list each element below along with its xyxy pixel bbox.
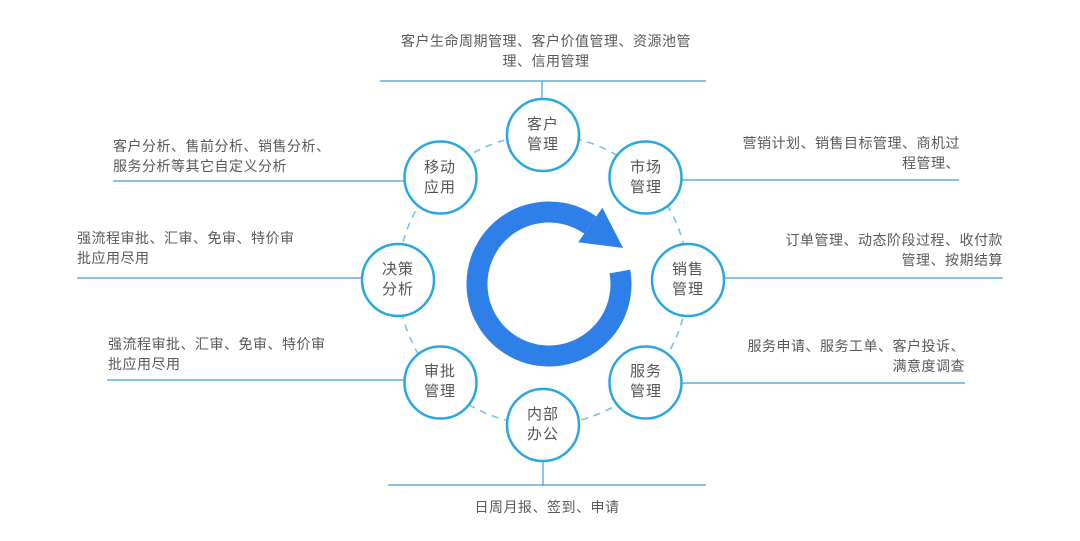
callout-top-left: 客户分析、售前分析、销售分析、 服务分析等其它自定义分析 xyxy=(113,138,331,174)
node-circle-sales-management xyxy=(650,242,726,318)
node-label-market-management: 市场 管理 xyxy=(629,159,662,196)
node-label-internal-office: 内部 办公 xyxy=(526,406,559,443)
node-label-customer-management: 客户 管理 xyxy=(526,116,559,153)
node-circle-decision-analysis xyxy=(360,242,436,318)
callout-top-right: 营销计划、销售目标管理、商机过 程管理、 xyxy=(742,135,960,171)
node-label-service-management: 服务 管理 xyxy=(629,363,662,400)
cycle-arrow-head-icon xyxy=(578,207,624,248)
node-circle-mobile-app xyxy=(403,140,478,215)
callout-left: 强流程审批、汇审、免审、特价审 批应用尽用 xyxy=(77,230,295,266)
node-circle-market-management xyxy=(608,140,683,215)
callout-top: 客户生命周期管理、客户价值管理、资源池管 理、信用管理 xyxy=(401,33,691,69)
callout-right: 订单管理、动态阶段过程、收付款 管理、按期结算 xyxy=(785,232,1003,268)
cycle-arrow-icon xyxy=(466,201,632,367)
callout-bottom: 日周月报、签到、申请 xyxy=(474,499,620,515)
node-label-mobile-app: 移动 应用 xyxy=(423,159,456,196)
callout-bottom-right: 服务申请、服务工单、客户投诉、 满意度调查 xyxy=(747,338,965,374)
node-label-sales-management: 销售 管理 xyxy=(671,261,704,298)
node-label-approval-management: 审批 管理 xyxy=(423,363,456,400)
node-circle-approval-management xyxy=(403,345,478,420)
node-label-decision-analysis: 决策 分析 xyxy=(381,261,414,298)
callout-bottom-left: 强流程审批、汇审、免审、特价审 批应用尽用 xyxy=(108,336,326,372)
node-circle-customer-management xyxy=(505,97,581,173)
